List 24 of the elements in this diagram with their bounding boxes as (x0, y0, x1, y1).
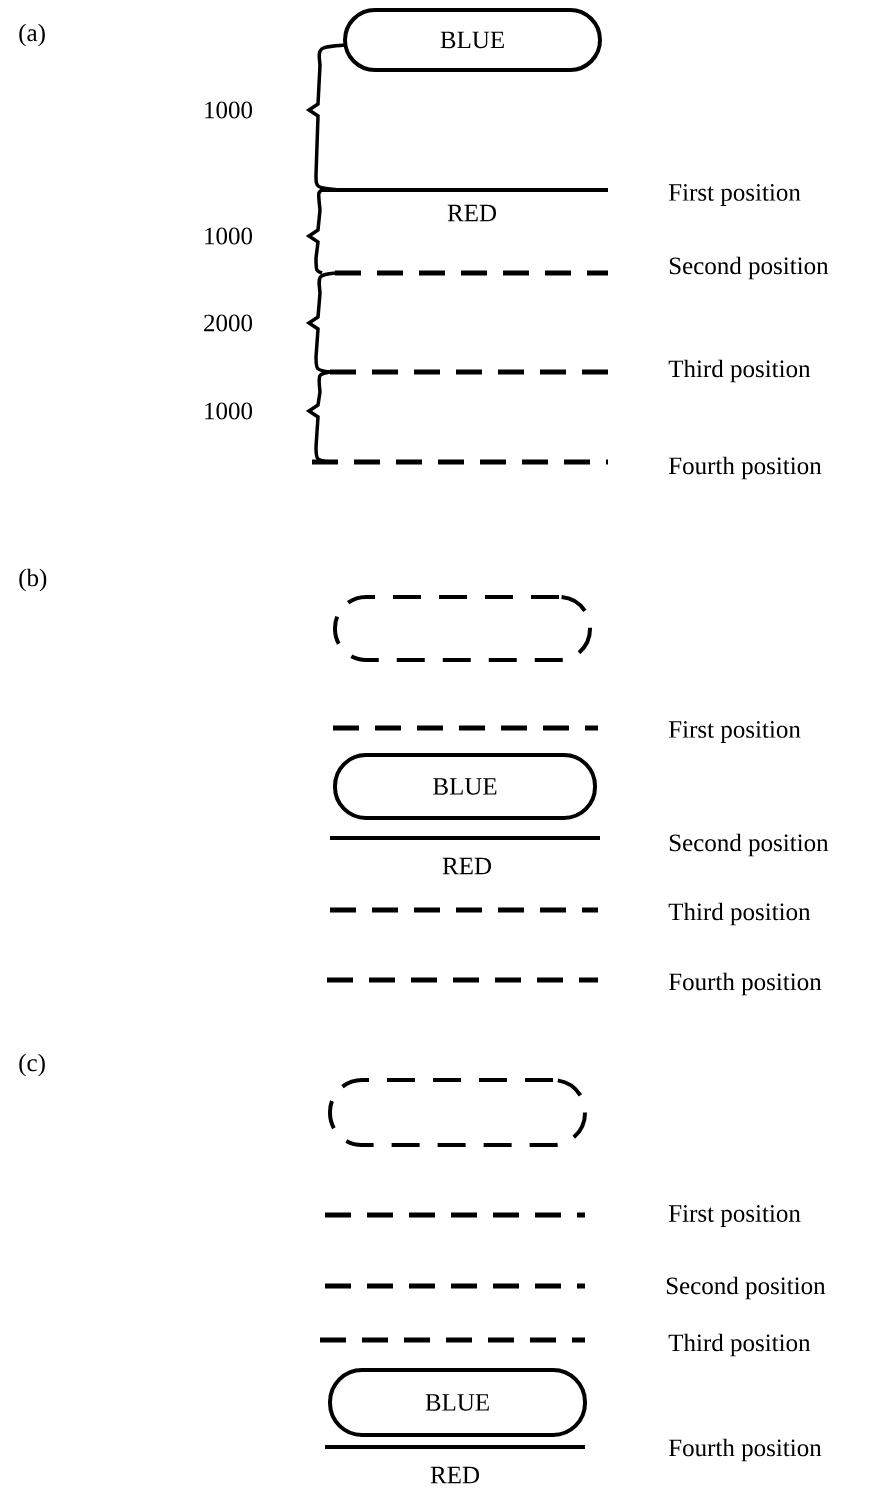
label: 1000 (205, 402, 253, 420)
label: RED (447, 204, 496, 222)
label: 2000 (204, 314, 253, 332)
label: Fourth position (668, 456, 822, 480)
label: First position (668, 721, 801, 743)
label: RED (442, 857, 491, 875)
label: (b) (19, 568, 47, 592)
label: Third position (668, 359, 811, 383)
label: 1000 (205, 227, 253, 245)
label: Second position (666, 1276, 826, 1300)
label: Third position (668, 902, 811, 926)
label: First position (668, 184, 801, 206)
label: Fourth position (668, 972, 822, 996)
label: 1000 (205, 101, 253, 119)
label: (c) (19, 1053, 45, 1077)
label: First position (668, 1205, 801, 1227)
dashed-stadium-shape (333, 595, 592, 662)
dashed-stadium-shape (328, 1078, 587, 1147)
label: RED (430, 1466, 479, 1484)
label: Fourth position (668, 1438, 822, 1462)
label: Second position (669, 256, 829, 280)
label: Third position (668, 1333, 811, 1357)
label: Second position (669, 833, 829, 857)
label: (a) (19, 23, 45, 47)
